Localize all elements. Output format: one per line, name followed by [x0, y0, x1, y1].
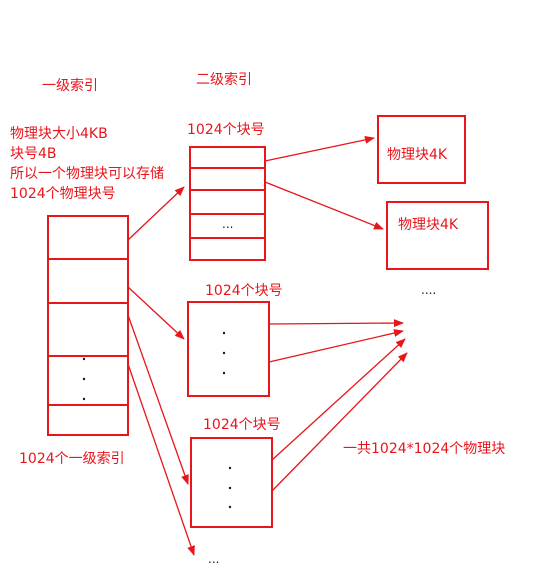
- arrow-level1-to-block-a: [127, 186, 185, 241]
- physical-block-1-label: 物理块4K: [387, 147, 448, 163]
- bottom-ellipsis: ...: [208, 552, 220, 566]
- level2-title: 二级索引: [196, 72, 252, 88]
- arrow-level1-to-block-c: [127, 314, 189, 485]
- block-b-frame: [187, 301, 270, 397]
- physical-block-1-frame: [377, 115, 466, 184]
- level1-table-frame: [47, 215, 129, 436]
- note-line-2: 块号4B: [10, 146, 57, 162]
- level1-dot: [82, 357, 86, 361]
- level1-dot: [82, 397, 86, 401]
- arrow-level1-to-block-b: [127, 286, 185, 340]
- block-b-dot: [222, 331, 226, 335]
- block-a-ellipsis: ...: [222, 217, 234, 231]
- arrow-block-b-to-more-2: [268, 329, 404, 363]
- physical-block-2-frame: [386, 201, 489, 270]
- arrow-block-a-to-physical-1: [264, 135, 375, 162]
- arrow-block-c-to-more-2: [271, 352, 408, 492]
- arrow-block-a-to-physical-2: [264, 181, 384, 230]
- block-b-dot: [222, 351, 226, 355]
- block-a-frame: [189, 146, 266, 261]
- block-c-dot: [228, 486, 232, 490]
- level2-block-a: [189, 146, 266, 261]
- block-c-dot: [228, 466, 232, 470]
- note-line-4: 1024个物理块号: [10, 186, 116, 202]
- arrow-block-c-to-more-1: [271, 338, 406, 461]
- level1-dot: [82, 377, 86, 381]
- physical-blocks-ellipsis: ....: [421, 283, 437, 297]
- level2-block-c: [190, 437, 273, 528]
- block-b-caption: 1024个块号: [205, 283, 283, 299]
- total-blocks-label: 一共1024*1024个物理块: [343, 441, 506, 457]
- level2-block-b: [187, 301, 270, 397]
- arrow-block-b-to-more-1: [268, 319, 404, 328]
- block-c-caption: 1024个块号: [203, 417, 281, 433]
- block-b-dot: [222, 371, 226, 375]
- note-line-1: 物理块大小4KB: [10, 126, 108, 142]
- arrow-level1-to-more: [127, 363, 195, 556]
- level1-index-table: [47, 215, 129, 436]
- level1-caption: 1024个一级索引: [19, 451, 125, 467]
- block-a-caption: 1024个块号: [187, 122, 265, 138]
- physical-block-2-label: 物理块4K: [398, 217, 459, 233]
- block-c-dot: [228, 505, 232, 509]
- note-line-3: 所以一个物理块可以存储: [10, 166, 164, 182]
- level1-title: 一级索引: [42, 78, 98, 94]
- block-c-frame: [190, 437, 273, 528]
